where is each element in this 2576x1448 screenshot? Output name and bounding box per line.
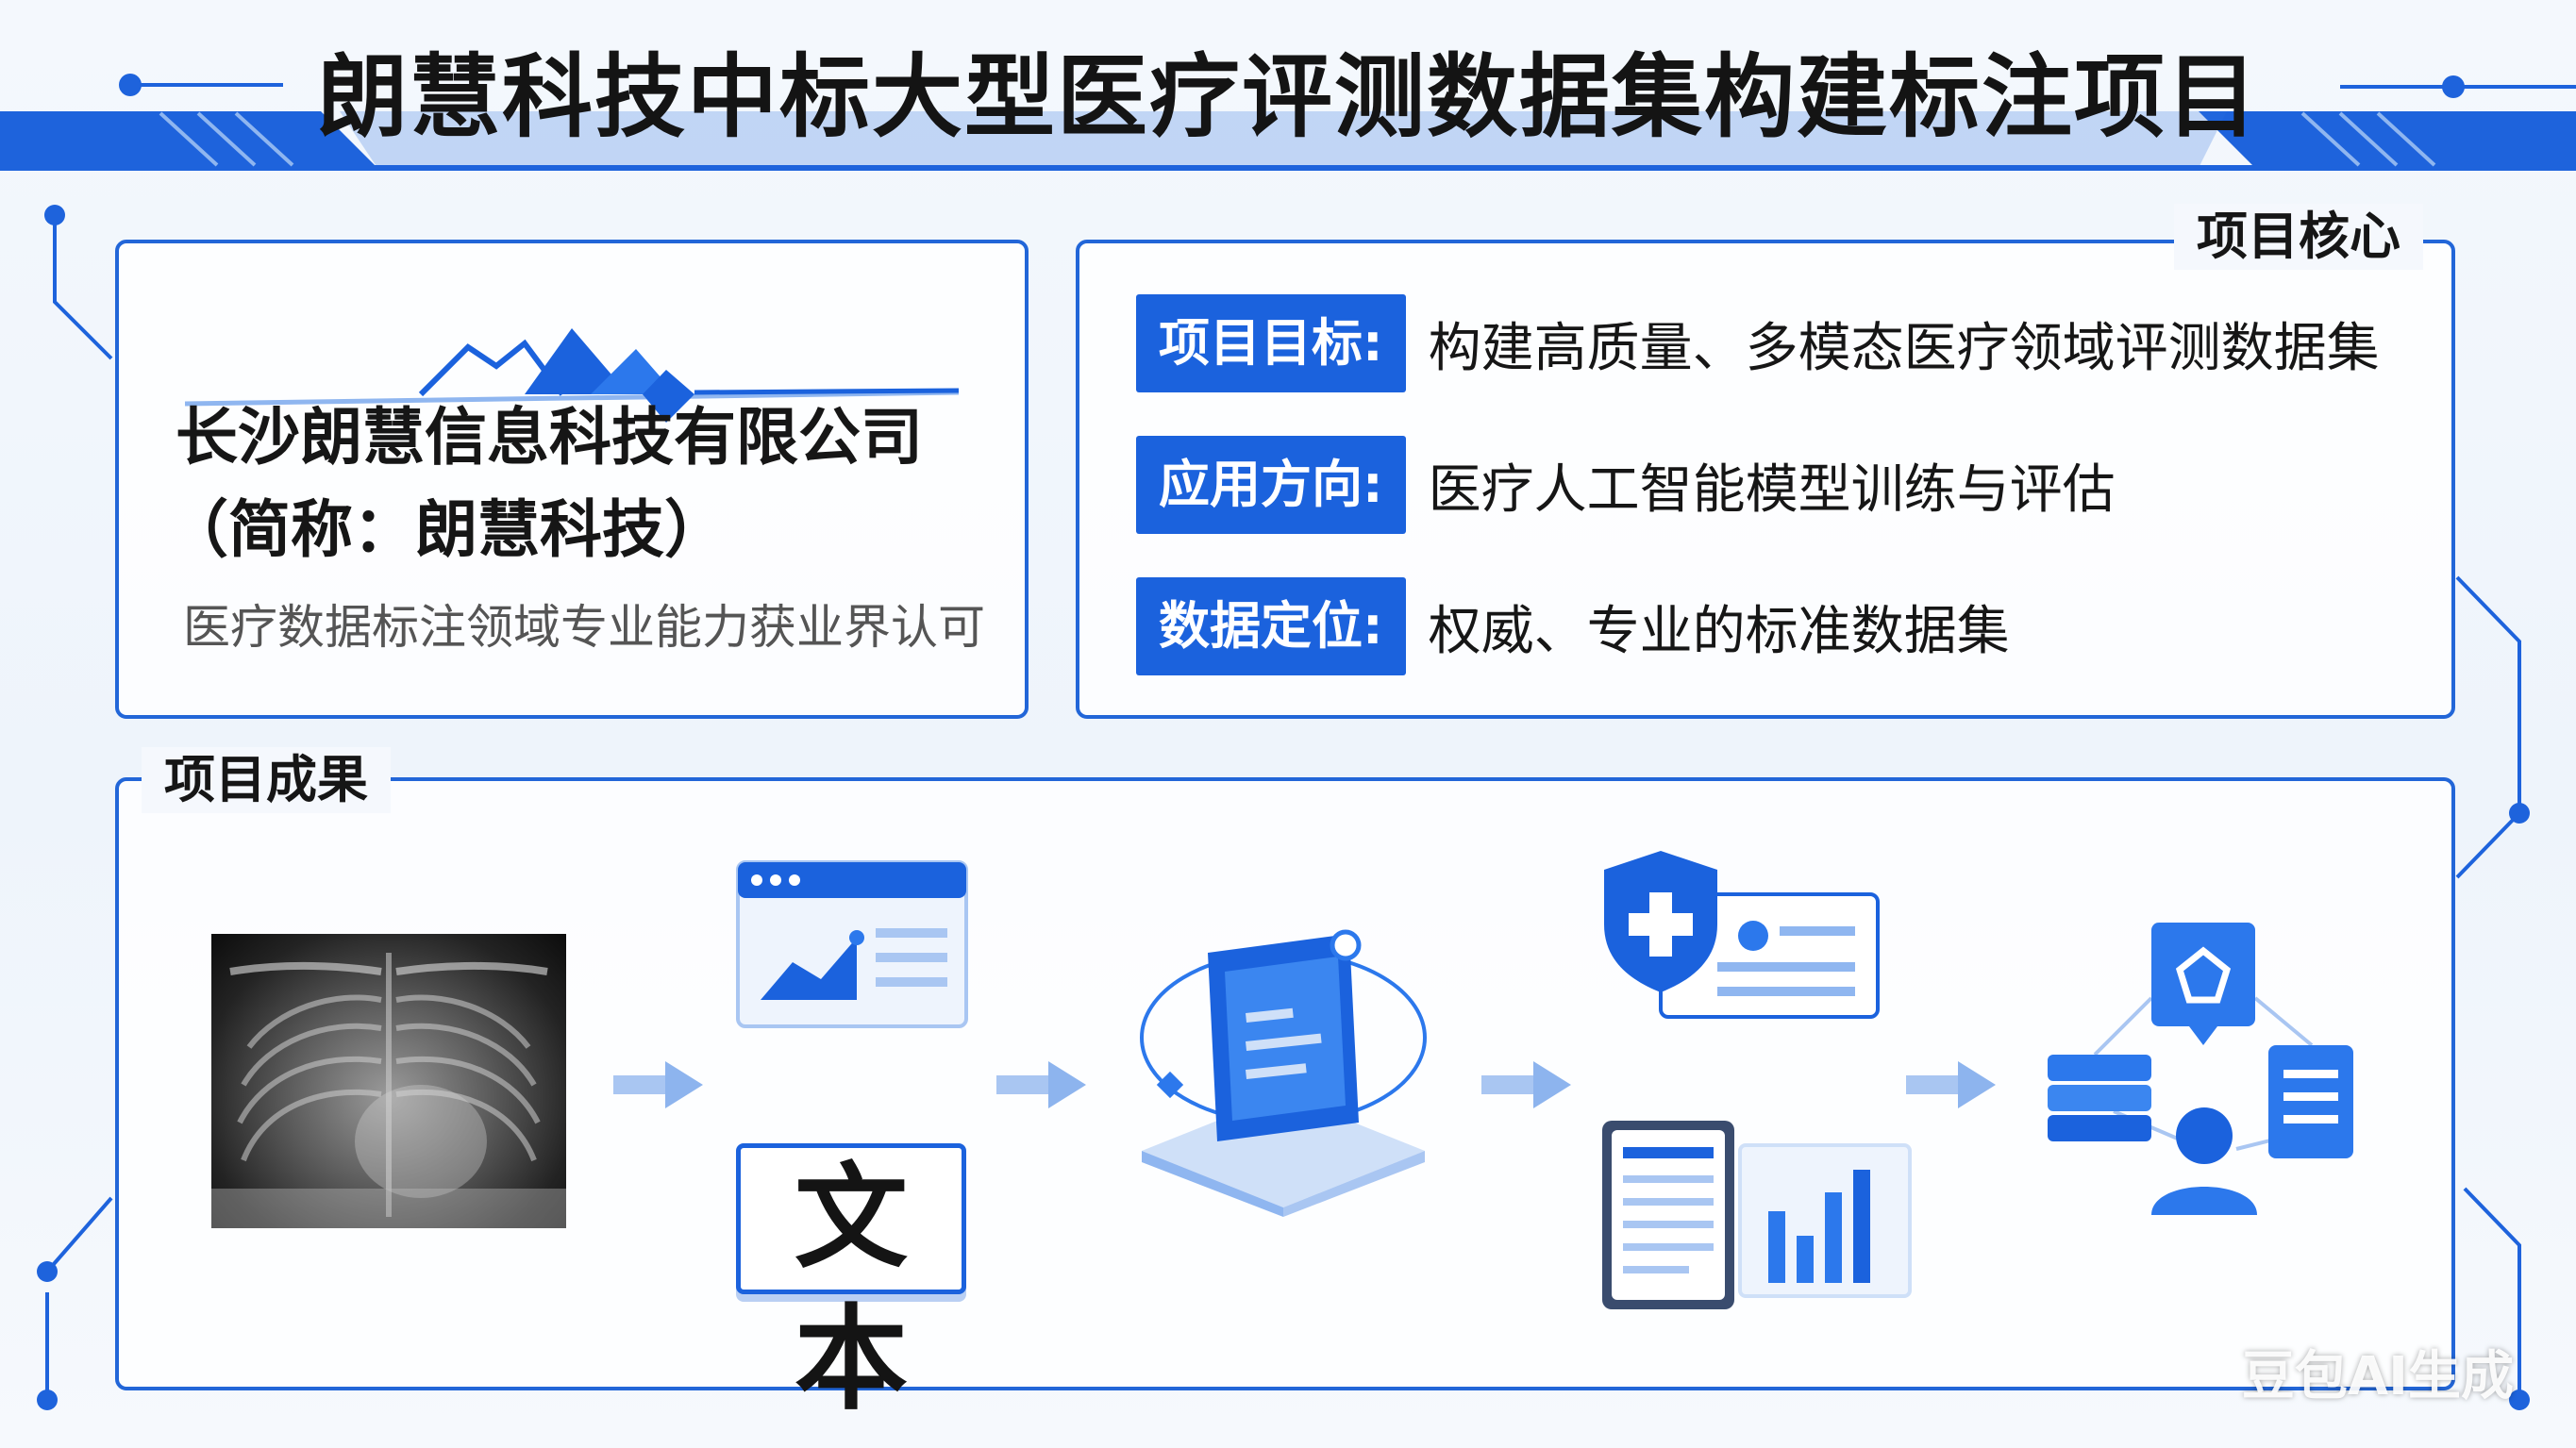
arrow-right-icon xyxy=(613,1061,703,1108)
arrow-right-icon xyxy=(1906,1061,1996,1108)
company-short-name: （简称：朗慧科技） xyxy=(166,493,727,566)
company-panel: 长沙朗慧信息科技有限公司 （简称：朗慧科技） 医疗数据标注领域专业能力获业界认可 xyxy=(115,240,1029,719)
core-text: 医疗人工智能模型训练与评估 xyxy=(1428,458,2116,521)
report-chart-icon xyxy=(1602,1121,1912,1309)
core-text: 权威、专业的标准数据集 xyxy=(1428,600,2010,662)
ai-computer-icon xyxy=(1140,929,1427,1217)
watermark: 豆包AI生成 xyxy=(2241,1346,2514,1407)
core-tag: 项目目标: xyxy=(1136,294,1406,392)
core-row-application: 应用方向: 医疗人工智能模型训练与评估 xyxy=(1136,436,2116,534)
results-heading: 项目成果 xyxy=(142,747,391,813)
core-row-positioning: 数据定位: 权威、专业的标准数据集 xyxy=(1136,577,2010,675)
arrow-right-icon xyxy=(1481,1061,1571,1108)
core-tag: 应用方向: xyxy=(1136,436,1406,534)
text-card: 文本 xyxy=(736,1143,966,1425)
company-description: 医疗数据标注领域专业能力获业界认可 xyxy=(183,600,985,655)
core-heading: 项目核心 xyxy=(2174,204,2423,270)
chest-xray-image xyxy=(211,934,566,1228)
arrow-right-icon xyxy=(996,1061,1086,1108)
core-panel: 项目核心 项目目标: 构建高质量、多模态医疗领域评测数据集 应用方向: 医疗人工… xyxy=(1076,204,2455,719)
mountain-logo-icon xyxy=(185,328,959,423)
core-text: 构建高质量、多模态医疗领域评测数据集 xyxy=(1428,317,2380,379)
core-row-goal: 项目目标: 构建高质量、多模态医疗领域评测数据集 xyxy=(1136,294,2380,392)
data-network-icon xyxy=(2048,923,2353,1215)
page-title: 朗慧科技中标大型医疗评测数据集构建标注项目 xyxy=(317,44,2259,150)
company-name: 长沙朗慧信息科技有限公司 xyxy=(176,401,923,474)
core-tag: 数据定位: xyxy=(1136,577,1406,675)
medical-shield-card-icon xyxy=(1604,851,1880,1019)
chart-window-icon xyxy=(736,860,968,1028)
